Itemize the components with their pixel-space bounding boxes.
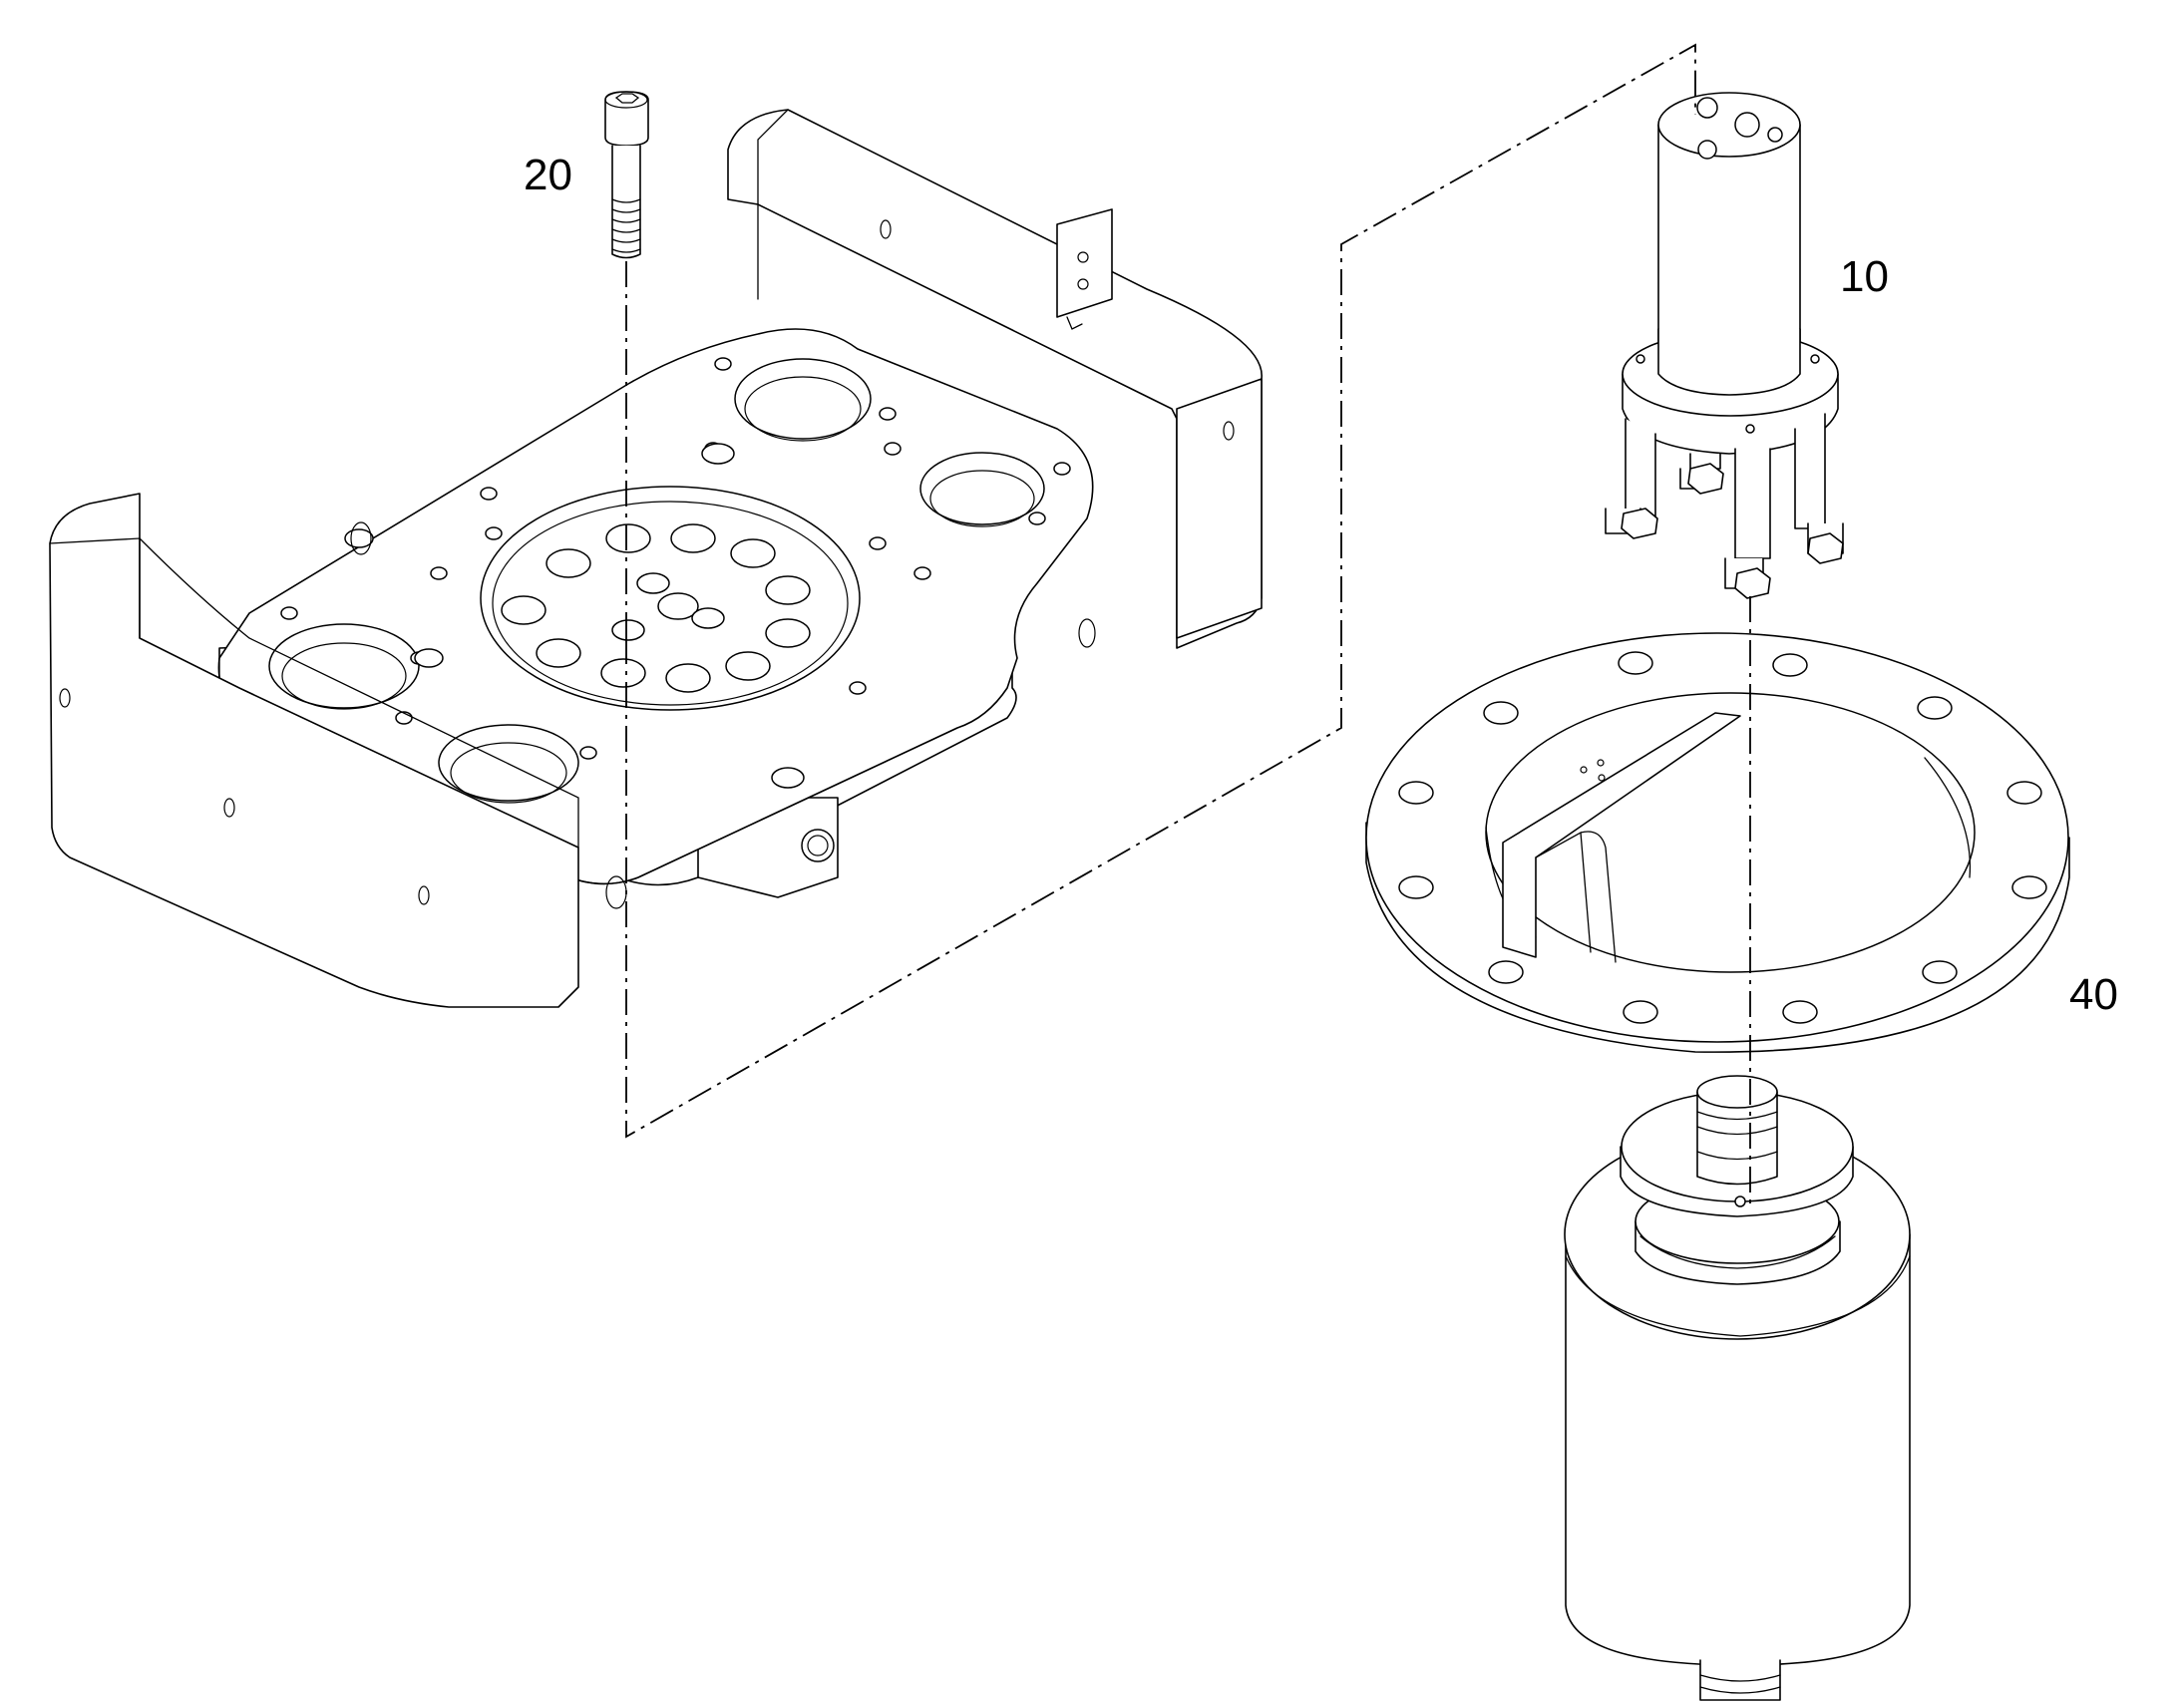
- ring-inner-bracket: [1535, 831, 1617, 963]
- flange-ring-part-40: [1365, 632, 2070, 1053]
- motor-top-hole: [1734, 1196, 1746, 1207]
- wall-hole: [880, 219, 892, 239]
- plate-bore: [268, 623, 420, 709]
- frame-bracket: [1056, 208, 1113, 318]
- motor-shaft-boss: [1696, 1091, 1778, 1186]
- plate-bore-inner: [744, 376, 862, 442]
- wall-hole: [1078, 618, 1096, 648]
- spindle-top-hole: [1697, 140, 1717, 160]
- plate-bore: [734, 358, 872, 440]
- assembly-center-lines: [625, 43, 1751, 1206]
- callout-40: 40: [2069, 970, 2118, 1019]
- motor-body-band: [1565, 1255, 1911, 1337]
- frame-front-wall: [49, 493, 579, 1008]
- bracket-tab: [1066, 316, 1083, 330]
- ring-inner-hole: [1580, 766, 1588, 774]
- plate-bore: [438, 724, 579, 802]
- plate-bore: [919, 452, 1045, 525]
- wall-hole: [418, 885, 430, 905]
- frame-right-wall: [1176, 378, 1263, 639]
- cap-screw-part-20: [604, 91, 649, 259]
- connector-threads: [1699, 1674, 1781, 1694]
- frame-to-spindle-line: [625, 43, 1696, 1139]
- ring-bolt-holes: [1398, 651, 2047, 1024]
- frame-front-wall-edge: [49, 537, 579, 849]
- turntable-disk-rim: [492, 501, 849, 706]
- spindle-nuts: [1621, 463, 1844, 599]
- motor-unit: [1564, 1075, 1911, 1701]
- wall-hole: [223, 798, 235, 818]
- frame-housing: [49, 109, 1263, 1008]
- plate-bore-inner: [929, 470, 1035, 527]
- lower-block-hole-inner: [807, 835, 829, 856]
- screw-shank: [611, 145, 641, 259]
- screw-head-top: [604, 91, 648, 109]
- bracket-hole: [1077, 278, 1089, 290]
- motor-bottom-connector: [1699, 1659, 1781, 1701]
- frame-rear-wall: [727, 109, 1263, 649]
- motor-collar-ring: [1639, 1235, 1836, 1269]
- wall-hole: [350, 521, 372, 555]
- bracket-hole: [1077, 251, 1089, 263]
- ring-inner-hole: [1597, 759, 1605, 767]
- motor-shaft-boss-top: [1696, 1075, 1778, 1109]
- screw-head: [604, 91, 649, 147]
- plate-bore-inner: [281, 642, 407, 710]
- ring-inner-hole: [1598, 774, 1606, 782]
- wall-hole: [59, 688, 71, 708]
- spindle-cylinder-top: [1657, 92, 1801, 158]
- lower-block-hole: [801, 829, 835, 862]
- frame-rear-wall-edge: [757, 109, 789, 300]
- hex-socket-icon: [614, 93, 640, 104]
- spindle-top-hole: [1767, 127, 1783, 143]
- wall-hole: [1223, 421, 1235, 441]
- spindle-top-hole: [1696, 97, 1718, 119]
- plate-bore-inner: [450, 742, 567, 804]
- motor-shaft-threads: [1696, 1111, 1778, 1161]
- spindle-top-hole: [1734, 112, 1760, 138]
- spindle-assembly-part-10: [1605, 92, 1844, 599]
- flange-hole: [1810, 354, 1820, 364]
- flange-hole: [1635, 354, 1645, 364]
- plate-small-holes: [280, 357, 1071, 789]
- callout-20: 20: [524, 151, 572, 199]
- screw-threads: [611, 198, 641, 253]
- disk-bolt-holes: [501, 523, 811, 693]
- callout-10: 10: [1840, 252, 1889, 301]
- flange-hole: [1745, 424, 1755, 434]
- spindle-cylinder-base: [1657, 328, 1801, 396]
